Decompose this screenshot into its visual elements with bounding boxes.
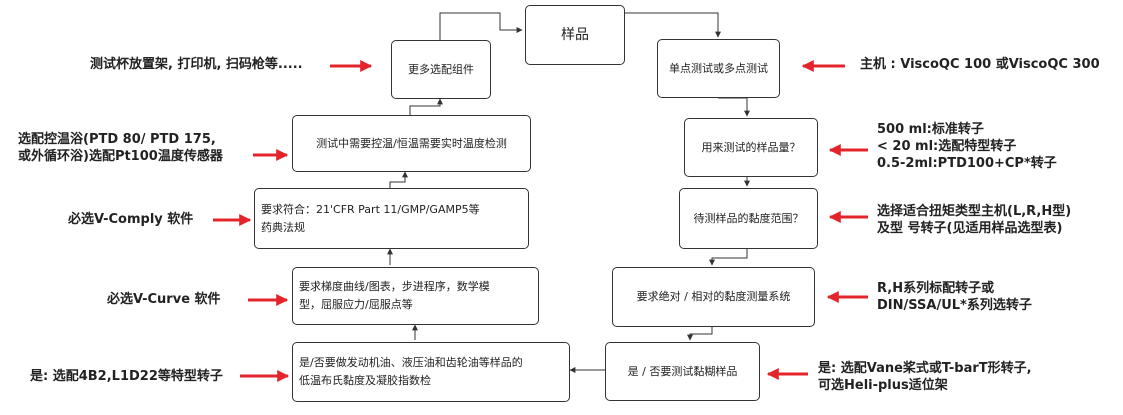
- note-left-parts: 测试杯放置架, 打印机, 扫码枪等.....: [90, 57, 303, 72]
- node-single-multi-label: 单点测试或多点测试: [669, 61, 768, 75]
- note-right-vane-line2: 可选Heli-plus适位架: [818, 378, 948, 393]
- connector-compliance-to-temp: [389, 171, 408, 188]
- note-left-bath-line2: 或外循环浴)选配Pt100温度传感器: [18, 149, 223, 164]
- node-engine-oil-line1: 是/否要做发动机油、液压油和齿轮油等样品的: [299, 356, 523, 369]
- connector-sample-to-single: [625, 12, 721, 38]
- node-absolute-relative-label: 要求绝对 / 相对的黏度测量系统: [636, 290, 791, 303]
- connector-temp-to-parts: [409, 98, 443, 115]
- node-temp-control-label: 测试中需要控温/恒温需要实时温度检测: [316, 136, 507, 150]
- note-right-host: 主机 : ViscoQC 100 或ViscoQC 300: [860, 57, 1100, 72]
- connector-absolute-to-paste: [687, 327, 713, 341]
- node-sample: 样品: [525, 5, 625, 65]
- note-left-special: 是: 选配4B2,L1D22等特型转子: [30, 369, 223, 384]
- note-right-amount: 500 ml:标准转子 < 20 ml:选配特型转子 0.5-2ml:PTD10…: [877, 121, 1057, 172]
- note-right-amount-line1: 500 ml:标准转子: [877, 122, 984, 137]
- note-right-vane-line1: 是: 选配Vane桨式或T-barT形转子,: [818, 361, 1032, 376]
- note-right-din: R,H系列标配转子或 DIN/SSA/UL*系列选转子: [877, 280, 1032, 314]
- node-single-multi: 单点测试或多点测试: [657, 39, 780, 98]
- node-viscosity-range: 待测样品的黏度范围？: [679, 188, 818, 249]
- node-compliance-line2: 药典法规: [261, 220, 305, 234]
- node-gradient: 要求梯度曲线/图表，步进程序，数学模 型，屈服应力/屈服点等: [292, 267, 539, 325]
- node-gradient-line2: 型，屈服应力/屈服点等: [299, 298, 413, 311]
- node-more-parts: 更多选配组件: [391, 40, 491, 99]
- node-engine-oil-line2: 低温布氏黏度及凝胶指数检: [299, 374, 431, 387]
- note-right-amount-line2: < 20 ml:选配特型转子: [877, 139, 1017, 154]
- connector-viscosity-to-absolute: [709, 249, 748, 266]
- node-more-parts-label: 更多选配组件: [408, 62, 474, 76]
- node-paste-sample-label: 是 / 否要测试黏糊样品: [627, 364, 738, 378]
- note-left-bath: 选配控温浴(PTD 80/ PTD 175, 或外循环浴)选配Pt100温度传感…: [18, 131, 223, 165]
- note-left-vcurve: 必选V-Curve 软件: [107, 292, 221, 307]
- note-left-vcomply: 必选V-Comply 软件: [68, 212, 194, 227]
- note-right-din-line2: DIN/SSA/UL*系列选转子: [877, 298, 1032, 313]
- connector-parts-to-sample: [439, 12, 523, 40]
- node-paste-sample: 是 / 否要测试黏糊样品: [605, 342, 760, 401]
- note-right-torque-line1: 选择适合扭矩类型主机(L,R,H型): [877, 204, 1072, 219]
- note-right-torque-line2: 及型 号转子(见适用样品选型表): [877, 221, 1063, 236]
- node-sample-amount-label: 用来测试的样品量？: [701, 140, 801, 154]
- note-right-amount-line3: 0.5-2ml:PTD100+CP*转子: [877, 156, 1057, 171]
- node-sample-label: 样品: [561, 27, 589, 43]
- node-temp-control: 测试中需要控温/恒温需要实时温度检测: [292, 115, 531, 172]
- node-gradient-line1: 要求梯度曲线/图表，步进程序，数学模: [299, 280, 490, 293]
- node-sample-amount: 用来测试的样品量？: [684, 118, 818, 177]
- node-compliance: 要求符合：21'CFR Part 11/GMP/GAMP5等 药典法规: [254, 188, 529, 249]
- node-engine-oil: 是/否要做发动机油、液压油和齿轮油等样品的 低温布氏黏度及凝胶指数检: [292, 342, 570, 402]
- node-compliance-line1: 要求符合：21'CFR Part 11/GMP/GAMP5等: [261, 202, 480, 216]
- node-absolute-relative: 要求绝对 / 相对的黏度测量系统: [612, 267, 815, 327]
- node-viscosity-range-label: 待测样品的黏度范围？: [693, 211, 804, 225]
- note-right-torque: 选择适合扭矩类型主机(L,R,H型) 及型 号转子(见适用样品选型表): [877, 203, 1071, 237]
- connector-single-to-amount: [718, 97, 750, 117]
- note-left-bath-line1: 选配控温浴(PTD 80/ PTD 175,: [18, 132, 216, 147]
- note-right-vane: 是: 选配Vane桨式或T-barT形转子, 可选Heli-plus适位架: [818, 360, 1032, 394]
- note-right-din-line1: R,H系列标配转子或: [877, 281, 995, 296]
